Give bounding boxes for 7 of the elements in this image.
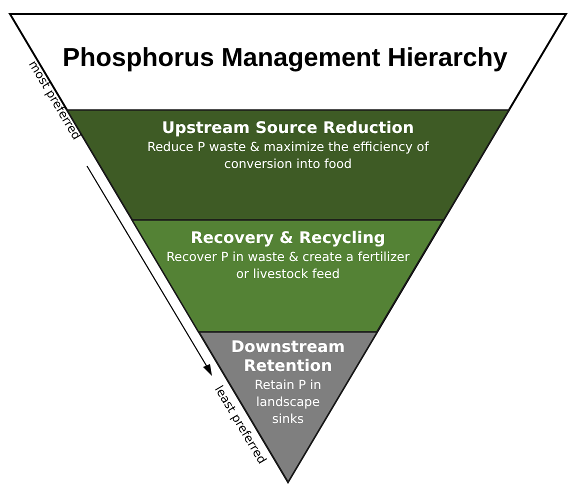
band-description: Recover P in waste & create a fertilizer or livestock feed [165, 248, 411, 282]
band-description: Retain P in landscape sinks [254, 376, 322, 426]
diagram-title: Phosphorus Management Hierarchy [62, 42, 508, 73]
band-heading: Recovery & Recycling [190, 228, 386, 247]
band-heading: Upstream Source Reduction [160, 118, 416, 137]
band-description: Reduce P waste & maximize the efficiency of conversion into food [146, 138, 430, 172]
band-heading: Downstream Retention [230, 337, 346, 375]
